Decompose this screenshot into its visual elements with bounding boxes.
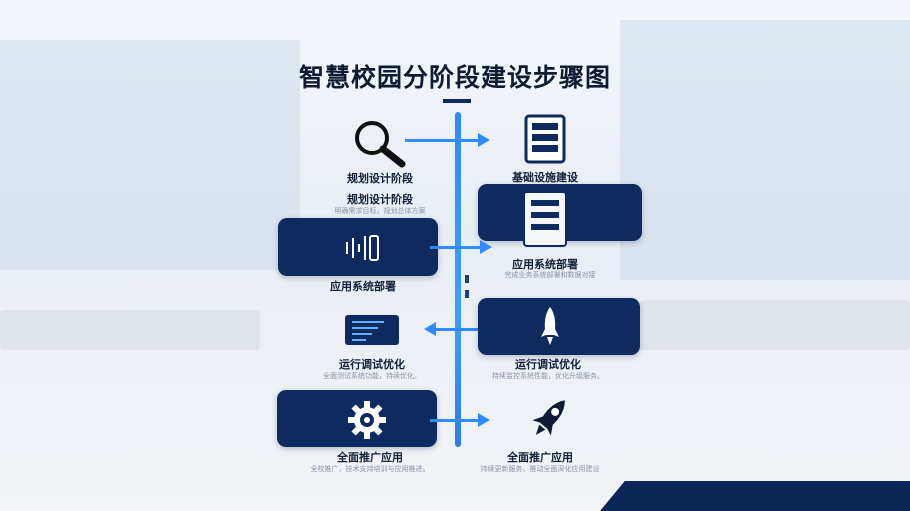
gear-icon xyxy=(348,401,386,439)
arrow-right-head xyxy=(480,240,492,254)
promote-right-label: 全面推广应用 xyxy=(507,451,573,464)
rocket-launch-icon xyxy=(532,400,565,436)
planning-desc: 明确需求目标，规划总体方案 xyxy=(334,207,426,215)
arrow-left-head xyxy=(424,322,436,336)
arrow-right-head xyxy=(478,413,490,427)
infrastructure-label: 基础设施建设 xyxy=(512,171,578,184)
planning-label: 规划设计阶段 xyxy=(347,193,413,206)
background-window xyxy=(620,20,910,280)
arrow-right-head xyxy=(478,133,490,147)
arrow-right xyxy=(405,139,480,142)
background-desk xyxy=(0,310,260,350)
arrow-right xyxy=(430,419,480,422)
title-underline xyxy=(443,99,471,103)
promote-left-label: 全面推广应用 xyxy=(337,451,403,464)
optimize-card-right xyxy=(478,298,640,355)
deploy-right-desc: 完成业务系统部署和数据对接 xyxy=(504,271,596,279)
page-title: 智慧校园分阶段建设步骤图 xyxy=(298,63,611,92)
arrow-left xyxy=(435,328,480,331)
server-icon xyxy=(523,191,567,247)
arrow-right xyxy=(430,246,482,249)
optimize-right-desc: 持续监控系统性能，优化升级服务。 xyxy=(492,372,604,380)
promote-right-desc: 持续更新服务，推动全面深化应用建设 xyxy=(480,465,600,473)
server-icon xyxy=(524,114,566,164)
deploy-right-label: 应用系统部署 xyxy=(512,258,578,271)
background-desk xyxy=(640,300,910,350)
optimize-left-desc: 全面测试系统功能，持续优化。 xyxy=(323,372,421,380)
timeline-dash xyxy=(465,275,469,283)
background-window xyxy=(0,40,300,270)
timeline-spine xyxy=(455,112,461,447)
planning-icon-label: 规划设计阶段 xyxy=(347,172,413,185)
optimize-right-label: 运行调试优化 xyxy=(515,358,581,371)
rocket-icon xyxy=(541,307,559,345)
promote-left-desc: 全校推广，技术支持培训与应用推进。 xyxy=(310,465,430,473)
magnifier-icon xyxy=(355,121,406,168)
decorative-corner-band xyxy=(600,481,910,511)
timeline-dash xyxy=(465,290,469,298)
optimize-left-label: 运行调试优化 xyxy=(339,358,405,371)
waveform-icon xyxy=(346,235,379,261)
code-screen-icon xyxy=(345,315,399,345)
deploy-left-label: 应用系统部署 xyxy=(330,280,396,293)
